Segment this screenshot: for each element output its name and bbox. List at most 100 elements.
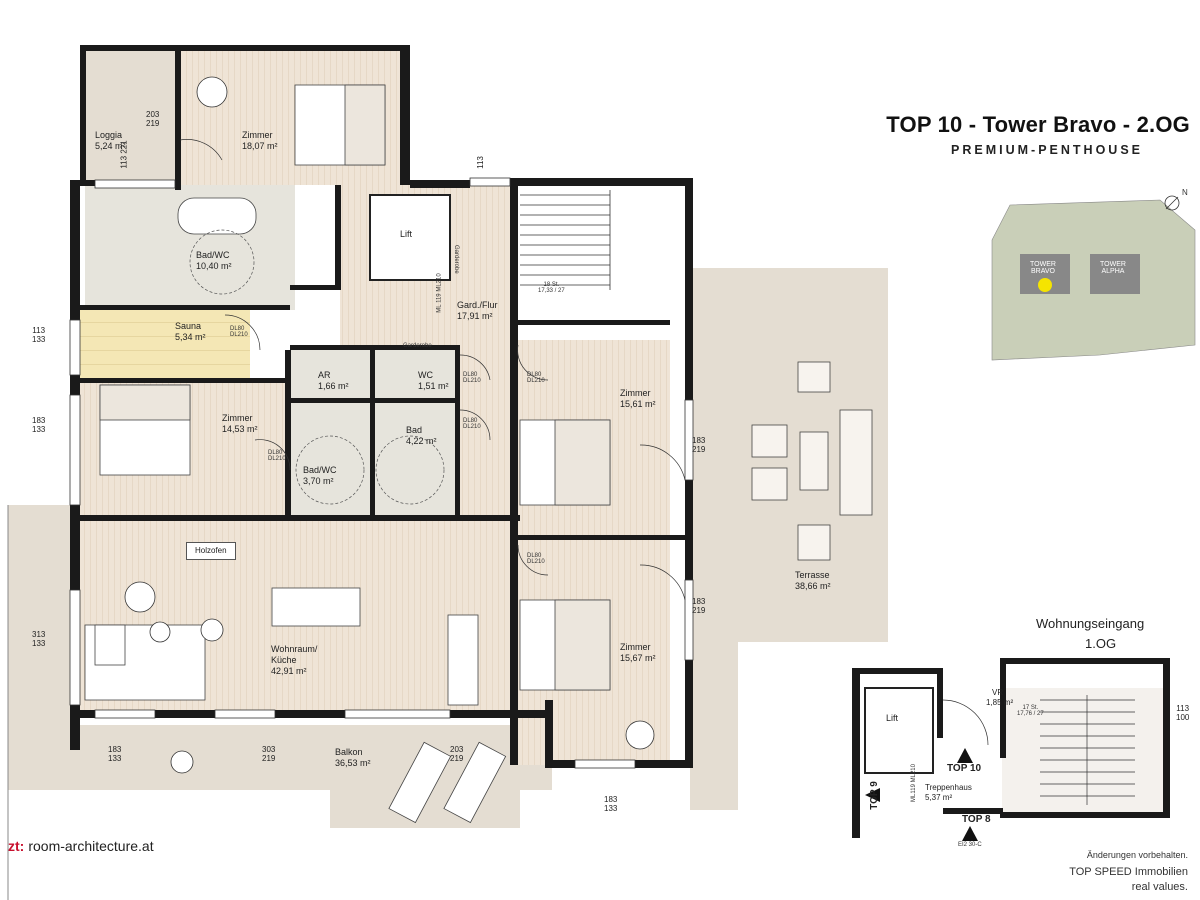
room-area: 1,51 m²	[418, 381, 449, 391]
page-subtitle: PREMIUM-PENTHOUSE	[951, 143, 1143, 157]
entrance-ei-label: EI2 30-C	[958, 842, 982, 848]
dimension-label: 113	[475, 156, 485, 169]
room-name: WC	[418, 370, 433, 380]
room-bad-wc-2: Bad/WC 3,70 m²	[303, 465, 337, 487]
room-ar: AR 1,66 m²	[318, 370, 349, 392]
room-area: 36,53 m²	[335, 758, 371, 768]
watermark-line-1: TOP SPEED Immobilien	[1069, 866, 1188, 878]
north-arrow-icon	[1164, 195, 1180, 211]
west-terrace-surface	[8, 505, 75, 790]
room-name: Wohnraum/	[271, 644, 318, 654]
room-area: 15,61 m²	[620, 399, 656, 409]
room-terrasse: Terrasse 38,66 m²	[795, 570, 831, 592]
room-name: Bad/WC	[303, 465, 337, 475]
stairwell	[515, 185, 670, 295]
logo-mark: zt:	[8, 838, 25, 854]
room-area: 14,53 m²	[222, 424, 258, 434]
entrance-ml-label: ML119 ML210	[910, 764, 917, 802]
room-area: 3,70 m²	[303, 476, 334, 486]
room-zimmer-4: Zimmer 15,67 m²	[620, 642, 656, 664]
room-bad-wc-1: Bad/WC 10,40 m²	[196, 250, 232, 272]
terrasse-surface	[690, 268, 888, 810]
garderobe-label: Garderobe	[403, 343, 432, 349]
room-name: Bad/WC	[196, 250, 230, 260]
room-zimmer-2: Zimmer 14,53 m²	[222, 413, 258, 435]
top8-label: TOP 8	[962, 814, 991, 825]
room-area: 42,91 m²	[271, 666, 307, 676]
loggia-floor	[85, 50, 180, 180]
north-label: N	[1182, 188, 1188, 197]
dimension-label: 113 221	[119, 140, 129, 169]
room-wc: WC 1,51 m²	[418, 370, 449, 392]
room-sauna: Sauna 5,34 m²	[175, 321, 206, 343]
room-lift: Lift	[400, 229, 413, 239]
room-gard-flur: Gard./Flur 17,91 m²	[457, 300, 498, 322]
room-name: Zimmer	[222, 413, 253, 423]
room-area: 15,67 m²	[620, 653, 656, 663]
room-name: Gard./Flur	[457, 300, 498, 310]
room-name: Balkon	[335, 747, 363, 757]
room-area: 17,91 m²	[457, 311, 493, 321]
top10-label: TOP 10	[947, 763, 982, 774]
room-name: Zimmer	[242, 130, 273, 140]
room-name: AR	[318, 370, 331, 380]
top9-label: TOP 9	[868, 781, 880, 810]
room-name: Bad	[406, 425, 423, 435]
entrance-lift: Lift	[886, 713, 899, 723]
watermark-line-2: real values.	[1131, 881, 1188, 893]
room-balkon: Balkon 36,53 m²	[335, 747, 371, 769]
entrance-stairs-label: 17 St.17,76 / 27	[1017, 705, 1044, 717]
page-title: TOP 10 - Tower Bravo - 2.OG	[886, 112, 1190, 137]
entrance-title: Wohnungseingang	[1036, 616, 1145, 631]
room-area: 38,66 m²	[795, 581, 831, 591]
room-area: 4,22 m²	[406, 436, 437, 446]
door-label: ML 119 ML210	[436, 273, 443, 313]
room-wohnraum-kueche: Wohnraum/ Küche 42,91 m²	[271, 644, 317, 677]
room-loggia: Loggia 5,24 m²	[95, 130, 126, 152]
stairs-label: 18 St.17,33 / 27	[538, 282, 565, 294]
disclaimer: Änderungen vorbehalten.	[1086, 850, 1188, 860]
entrance-plan	[852, 658, 1170, 841]
site-plan	[991, 199, 1196, 361]
room-name-2: Küche	[271, 655, 297, 665]
holzofen-label: Holzofen	[186, 542, 236, 560]
lift-shaft	[369, 194, 451, 281]
room-bad-2: Bad 4,22 m²	[406, 425, 437, 447]
room-area: 5,34 m²	[175, 332, 206, 342]
architect-logo: zt:room-architecture.at	[8, 838, 154, 854]
entrance-floor: 1.OG	[1085, 636, 1117, 651]
room-zimmer-3: Zimmer 15,61 m²	[620, 388, 656, 410]
room-area: 10,40 m²	[196, 261, 232, 271]
sauna-floor	[80, 310, 250, 380]
logo-text: room-architecture.at	[28, 838, 154, 854]
room-area: 18,07 m²	[242, 141, 278, 151]
room-name: Zimmer	[620, 642, 651, 652]
room-area: 1,66 m²	[318, 381, 349, 391]
room-name: Loggia	[95, 130, 123, 140]
room-name: Zimmer	[620, 388, 651, 398]
garderobe-label-2: Garderobe	[453, 245, 459, 274]
room-name: Terrasse	[795, 570, 830, 580]
room-zimmer-1: Zimmer 18,07 m²	[242, 130, 278, 152]
